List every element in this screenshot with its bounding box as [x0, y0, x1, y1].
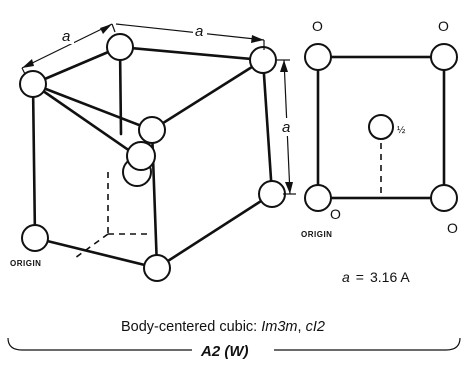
dim-arrowhead-left-a: [22, 59, 34, 68]
structure-caption: Body-centered cubic: Im3m, cI2: [121, 319, 325, 335]
lattice-parameter: a=3.16 A: [342, 269, 410, 285]
dim-tick-left: [21, 67, 26, 75]
proj-atom-top-right: [430, 43, 458, 71]
proj-atom-top-left: [304, 43, 332, 71]
projection-square: [304, 43, 458, 212]
edge-label-vertical: a: [282, 119, 290, 136]
structure-title: A2 (W): [200, 343, 249, 360]
body-diagonal-edge: [31, 82, 142, 160]
front-left-edge: [31, 82, 37, 240]
square-outline: [316, 55, 446, 200]
atom-back-bottom-right: [258, 180, 286, 208]
atom-back-top-left: [106, 33, 134, 61]
dim-line-left: [21, 23, 113, 69]
atom-front-top-right: [138, 116, 166, 144]
atom-back-top-right: [249, 46, 277, 74]
bracket-left: [7, 337, 192, 351]
proj-atom-bottom-left: [304, 184, 332, 212]
cube-origin-label: ORIGIN: [10, 259, 41, 268]
dim-arrowhead-left-b: [100, 24, 112, 34]
dim-arrowhead-down: [285, 182, 293, 194]
back-right-edge: [261, 58, 274, 196]
dim-arrowhead-up: [280, 60, 288, 72]
title-bracket: [7, 337, 461, 351]
top-front-edge: [31, 82, 154, 132]
bottom-right-edge: [155, 192, 274, 270]
hidden-depth-edge: [74, 233, 109, 259]
cube-hidden-edges: [74, 172, 148, 259]
cube-atoms: [19, 33, 286, 282]
cube-edges: [31, 45, 274, 270]
square-origin-label: ORIGIN: [301, 230, 332, 239]
edge-label-right: a: [195, 23, 203, 40]
label-backdrop-right: [193, 24, 207, 40]
top-right-edge: [150, 58, 265, 132]
label-backdrop-vertical: [281, 118, 295, 136]
atom-front-top-left: [19, 70, 47, 98]
label-backdrop-left: [60, 28, 74, 44]
bracket-right: [274, 337, 461, 351]
atom-body-center: [126, 141, 156, 171]
proj-atom-center: [368, 114, 394, 140]
edge-label-left: a: [62, 28, 70, 45]
height-label-bottom-left: O: [330, 206, 341, 222]
atom-front-bottom-right: [143, 254, 171, 282]
dim-line-right: [115, 23, 265, 41]
height-label-top-left: O: [312, 18, 323, 34]
atom-front-bottom-left: [21, 224, 49, 252]
height-label-top-right: O: [438, 18, 449, 34]
height-label-bottom-right: O: [447, 220, 458, 236]
top-left-edge: [31, 45, 122, 86]
top-back-edge: [118, 45, 265, 62]
proj-atom-bottom-right: [430, 184, 458, 212]
bottom-front-edge: [33, 236, 159, 270]
back-left-edge: [118, 45, 123, 136]
dim-arrowhead-right: [251, 35, 264, 43]
height-label-center: ½: [397, 125, 406, 136]
dim-tick-mid: [111, 23, 116, 33]
